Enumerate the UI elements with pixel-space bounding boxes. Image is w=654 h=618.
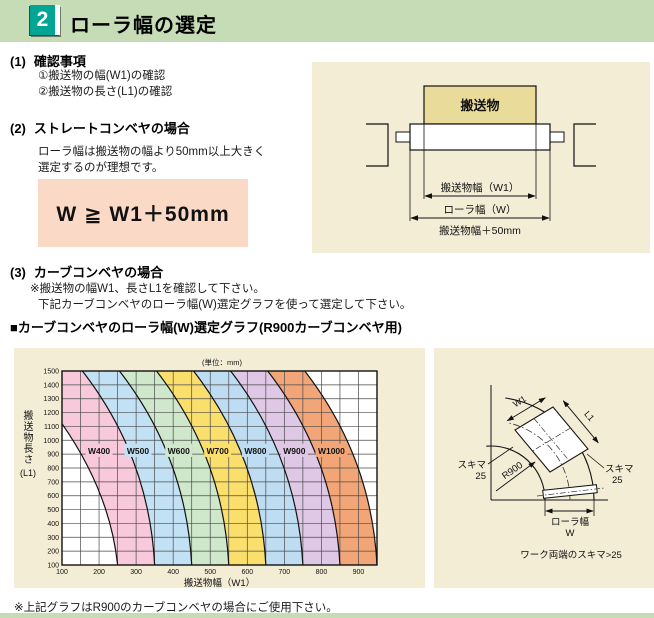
band-label-W600: W600 — [168, 446, 190, 456]
right-axle-pin — [549, 131, 565, 143]
right-frame-bracket — [573, 123, 596, 167]
roller-width-label: ローラ幅 — [551, 516, 590, 528]
gap-left-label: スキマ — [457, 460, 486, 471]
svg-text:200: 200 — [93, 569, 105, 576]
straight-conveyor-diagram: 搬送物 搬送物幅（W1） ローラ幅（W） 搬送物幅＋50mm — [366, 85, 596, 237]
svg-text:400: 400 — [47, 521, 59, 528]
y-axis-sublabel: (L1) — [19, 468, 36, 478]
dim-l1-arrow — [562, 400, 599, 444]
svg-text:1300: 1300 — [43, 396, 59, 403]
curve-conveyor-diagram: W1 L1 スキマ 25 スキマ 25 R900 ローラ幅 W ワーク両端のスキ… — [457, 385, 634, 561]
svg-text:600: 600 — [241, 569, 253, 576]
y-axis-label: 搬送物長さ — [21, 410, 32, 465]
dim-plus50-label: 搬送物幅＋50mm — [439, 224, 521, 237]
svg-text:700: 700 — [279, 569, 291, 576]
section2-number: (2) — [10, 121, 26, 136]
work-piece-box — [423, 85, 537, 125]
band-label-W1000: W1000 — [318, 446, 345, 456]
section1-item-2: ②搬送物の長さ(L1)の確認 — [38, 86, 173, 98]
gap-left-value: 25 — [475, 471, 486, 482]
section2-heading: (2)ストレートコンベヤの場合 — [10, 121, 190, 136]
svg-text:300: 300 — [47, 535, 59, 542]
left-axle-pin — [395, 131, 411, 143]
section3-note-1: ※搬送物の幅W1、長さL1を確認して下さい。 — [30, 283, 265, 295]
dim-w1-label: W1 — [511, 394, 528, 410]
graph-heading: ■カーブコンベヤのローラ幅(W)選定グラフ(R900カーブコンベヤ用) — [10, 320, 402, 335]
svg-text:900: 900 — [47, 452, 59, 459]
section1-item-1: ①搬送物の幅(W1)の確認 — [38, 70, 166, 82]
unit-note: (単位：mm) — [202, 357, 242, 367]
svg-text:1100: 1100 — [44, 424, 59, 431]
svg-text:700: 700 — [47, 479, 59, 486]
svg-text:1200: 1200 — [43, 410, 59, 417]
gap-right-label: スキマ — [605, 464, 634, 475]
svg-text:500: 500 — [204, 569, 216, 576]
section3-note-2: 下記カーブコンベヤのローラ幅(W)選定グラフを使って選定して下さい。 — [38, 299, 412, 311]
section2-body-2: 選定するのが理想です。 — [38, 162, 164, 174]
work-piece-label: 搬送物 — [460, 98, 499, 113]
selection-graph-panel: W400 W500 W600 W700 W800 W900 W1000 1500 1400 130… — [14, 348, 425, 589]
svg-text:100: 100 — [47, 563, 59, 570]
dim-w1-label: 搬送物幅（W1） — [441, 181, 520, 194]
section2-body-1: ローラ幅は搬送物の幅より50mm以上大きく — [38, 146, 266, 158]
svg-text:1400: 1400 — [43, 382, 59, 389]
svg-text:100: 100 — [56, 569, 68, 576]
curve-conveyor-panel: W1 L1 スキマ 25 スキマ 25 R900 ローラ幅 W ワーク両端のスキ… — [434, 348, 654, 588]
svg-text:400: 400 — [167, 569, 179, 576]
radius-arrow — [495, 461, 536, 492]
section1-number: (1) — [10, 54, 26, 69]
diagram-caption: ワーク両端のスキマ>25 — [520, 549, 622, 561]
svg-text:500: 500 — [47, 507, 59, 514]
section3-number: (3) — [10, 265, 26, 280]
svg-text:800: 800 — [316, 569, 328, 576]
svg-text:300: 300 — [130, 569, 142, 576]
dim-l1-label: L1 — [582, 409, 596, 423]
footnote: ※上記グラフはR900のカーブコンベヤの場合にご使用下さい。 — [14, 602, 338, 614]
svg-text:800: 800 — [47, 466, 59, 473]
straight-conveyor-panel: 搬送物 搬送物幅（W1） ローラ幅（W） 搬送物幅＋50mm — [312, 62, 650, 253]
inner-arc — [486, 445, 546, 501]
roller-width-selection-chart: W400 W500 W600 W700 W800 W900 W1000 1500 1400 130… — [14, 348, 425, 593]
dim-w-label: ローラ幅（W） — [444, 203, 517, 216]
svg-text:900: 900 — [353, 569, 365, 576]
page-title: ローラ幅の選定 — [70, 15, 217, 37]
roller-width-formula: W ≧ W1＋50mm — [38, 179, 248, 247]
band-label-W900: W900 — [283, 446, 305, 456]
gap-right-value: 25 — [612, 475, 623, 486]
section-number-badge: 2 — [30, 5, 60, 35]
band-label-W700: W700 — [207, 446, 229, 456]
section1-heading: (1)確認事項 — [10, 54, 86, 69]
chart-svg: W400 W500 W600 W700 W800 W900 W1000 1500 1400 130… — [43, 357, 378, 589]
bottom-green-bar — [0, 613, 654, 618]
band-label-W400: W400 — [88, 446, 110, 456]
left-frame-bracket — [366, 123, 389, 167]
dim-w1-arrow — [506, 397, 546, 422]
roller-width-symbol: W — [566, 528, 575, 539]
section-header-bar: 2 ローラ幅の選定 — [0, 0, 654, 42]
roller — [409, 123, 551, 151]
x-axis-label: 搬送物幅（W1） — [184, 577, 255, 588]
svg-text:600: 600 — [47, 493, 59, 500]
svg-text:1000: 1000 — [43, 438, 59, 445]
band-label-W800: W800 — [244, 446, 266, 456]
band-label-W500: W500 — [127, 446, 149, 456]
svg-text:1500: 1500 — [43, 369, 59, 376]
svg-text:200: 200 — [47, 549, 59, 556]
section3-heading: (3)カーブコンベヤの場合 — [10, 265, 164, 280]
